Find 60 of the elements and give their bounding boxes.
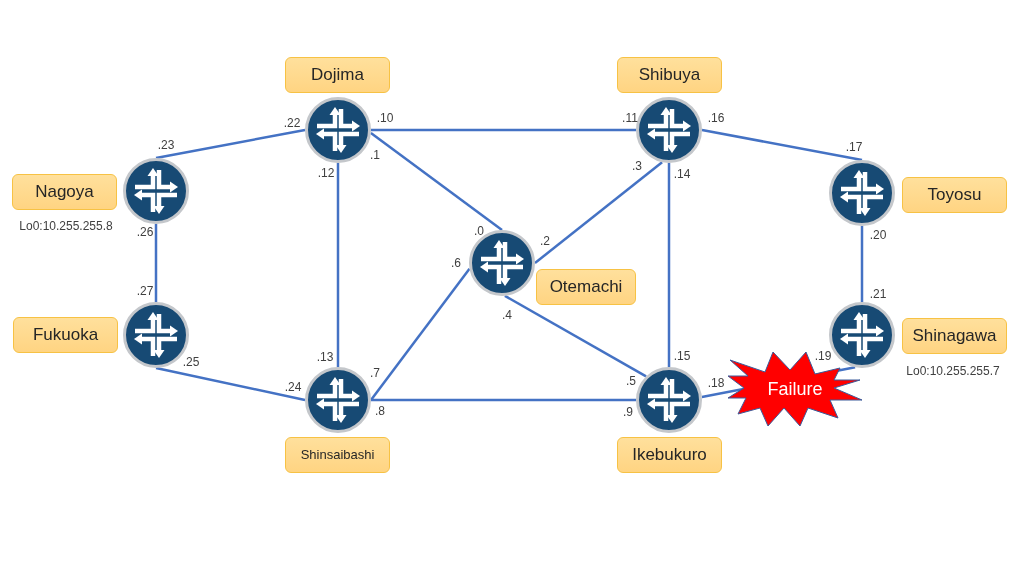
link-line (534, 161, 663, 264)
interface-address: .17 (845, 140, 863, 154)
router-name-tag: Shinsaibashi (285, 437, 390, 473)
interface-address: .10 (376, 111, 394, 125)
link-line (860, 226, 864, 302)
router-icon (305, 367, 371, 433)
interface-address: .24 (284, 380, 302, 394)
router-icon (636, 97, 702, 163)
router-name-tag: Ikebukuro (617, 437, 722, 473)
router-icon (305, 97, 371, 163)
interface-address: .9 (623, 405, 633, 419)
interface-address: .4 (502, 308, 512, 322)
router-name-tag: Fukuoka (13, 317, 118, 353)
interface-address: .2 (540, 234, 550, 248)
interface-address: .11 (622, 111, 638, 125)
link-line (667, 163, 671, 367)
interface-address: .5 (626, 374, 636, 388)
interface-address: .19 (814, 349, 832, 363)
interface-address: .1 (370, 148, 380, 162)
link-line (370, 267, 471, 401)
router-name-tag: Nagoya (12, 174, 117, 210)
loopback-address: Lo0:10.255.255.7 (906, 364, 1000, 378)
interface-address: .21 (869, 287, 887, 301)
link-line (336, 163, 340, 367)
interface-address: .14 (673, 167, 691, 181)
interface-address: .18 (707, 376, 725, 390)
interface-address: .16 (707, 111, 725, 125)
link-line (504, 294, 647, 378)
interface-address: .3 (632, 159, 642, 173)
router-name-tag: Shibuya (617, 57, 722, 93)
interface-address: .15 (673, 349, 691, 363)
interface-address: .20 (869, 228, 887, 242)
link-line (371, 128, 636, 132)
router-icon (829, 160, 895, 226)
router-icon (123, 158, 189, 224)
interface-address: .6 (451, 256, 461, 270)
interface-address: .12 (317, 166, 335, 180)
link-line (701, 128, 863, 162)
router-name-tag: Toyosu (902, 177, 1007, 213)
interface-address: .7 (370, 366, 380, 380)
router-name-tag: Otemachi (536, 269, 636, 305)
link-line (155, 366, 306, 402)
link-line (370, 131, 503, 231)
router-icon (636, 367, 702, 433)
interface-address: .0 (474, 224, 484, 238)
link-line (371, 398, 636, 402)
loopback-address: Lo0:10.255.255.8 (19, 219, 113, 233)
interface-address: .22 (283, 116, 301, 130)
interface-address: .26 (136, 225, 154, 239)
link-line (155, 128, 306, 160)
router-name-tag: Shinagawa (902, 318, 1007, 354)
edge-label: Failure (767, 378, 823, 400)
link-line (154, 224, 158, 302)
router-name-tag: Dojima (285, 57, 390, 93)
interface-address: .25 (182, 355, 200, 369)
interface-address: .27 (136, 284, 154, 298)
interface-address: .13 (316, 350, 334, 364)
router-icon (829, 302, 895, 368)
interface-address: .23 (157, 138, 175, 152)
interface-address: .8 (375, 404, 385, 418)
